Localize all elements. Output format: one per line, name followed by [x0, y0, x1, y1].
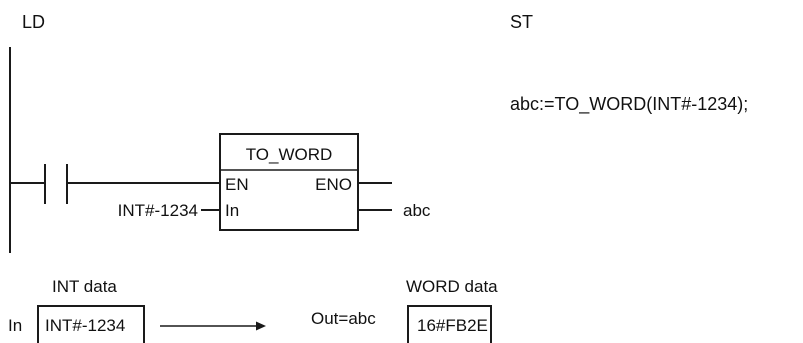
conversion-arrowhead-icon: [256, 321, 266, 331]
out-value-box: [407, 305, 492, 343]
in-value-box: [37, 305, 145, 343]
ld-label: LD: [22, 12, 45, 32]
in-data-caption: INT data: [52, 277, 117, 296]
out-variable: abc: [403, 201, 431, 220]
en-pin-label: EN: [225, 175, 249, 194]
eno-pin-label: ENO: [315, 175, 352, 194]
block-name: TO_WORD: [246, 145, 333, 164]
in-row-label: In: [8, 316, 22, 335]
in-value: INT#-1234: [45, 316, 125, 335]
st-code: abc:=TO_WORD(INT#-1234);: [510, 94, 748, 115]
in-argument: INT#-1234: [118, 201, 198, 220]
out-data-caption: WORD data: [406, 277, 498, 296]
out-row-label: Out=abc: [311, 309, 376, 328]
in-pin-label: In: [225, 201, 239, 220]
out-value: 16#FB2E: [417, 316, 488, 335]
st-label: ST: [510, 12, 533, 32]
